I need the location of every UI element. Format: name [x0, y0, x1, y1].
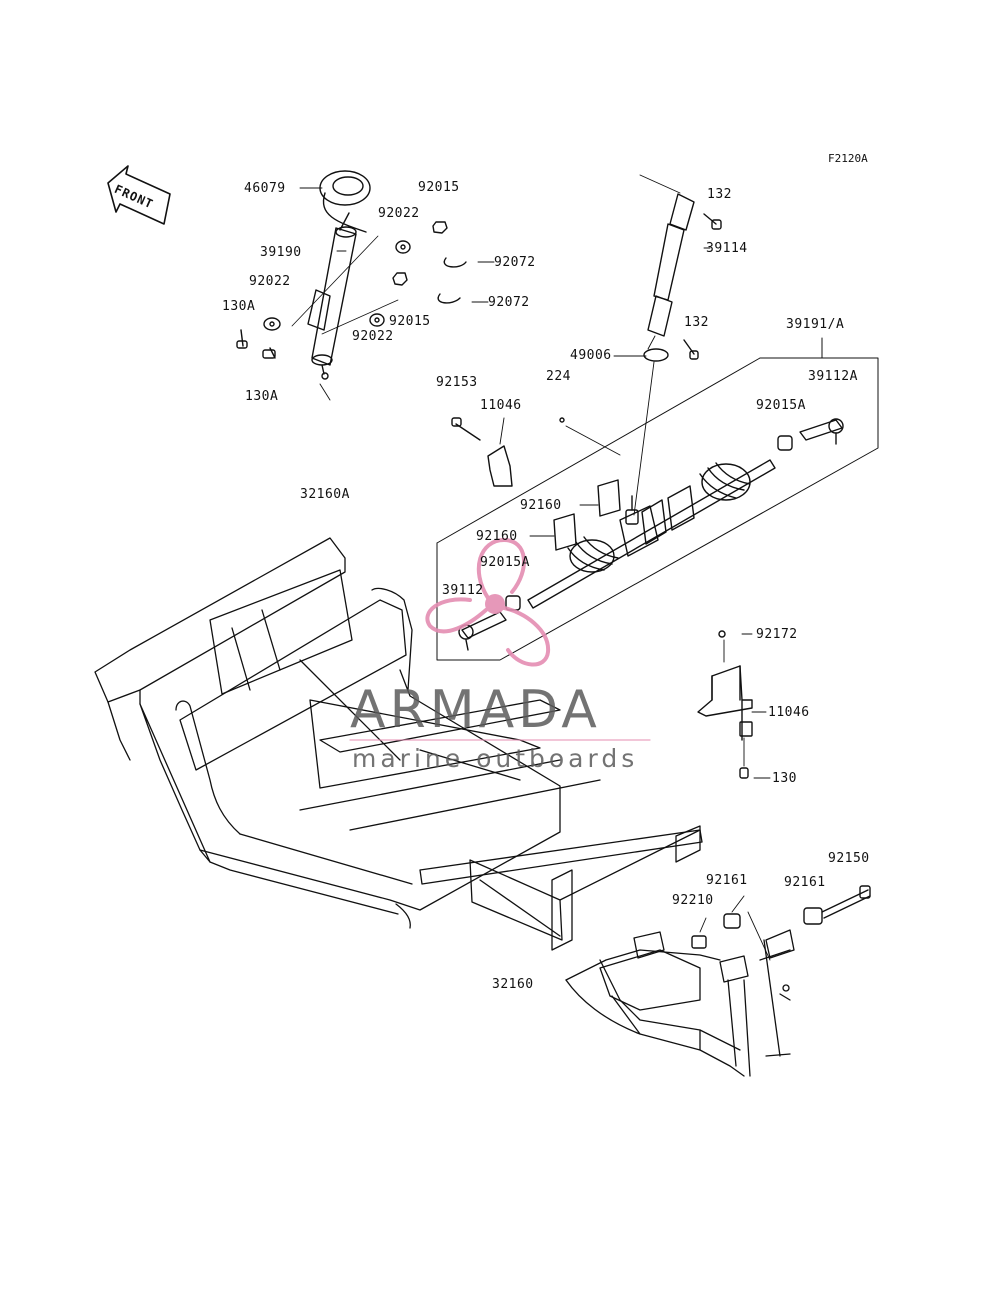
main-frame-32160A: [94, 537, 703, 951]
part-label-92172: 92172: [756, 627, 798, 642]
part-label-32160: 32160: [492, 977, 534, 992]
part-label-49006: 49006: [570, 348, 612, 363]
steering-gearbox-39191A: [436, 337, 879, 661]
lower-frame-32160: [565, 929, 795, 1077]
watermark-tagline: marine outboards: [352, 744, 639, 773]
column-hardware: [236, 221, 467, 401]
figure-code: F2120A: [828, 152, 868, 165]
part-label-224: 224: [546, 369, 571, 384]
part-label-92160: 92160: [520, 498, 562, 513]
part-label-92022: 92022: [249, 274, 291, 289]
part-label-39190: 39190: [260, 245, 302, 260]
joint-shaft-39114: [633, 174, 722, 516]
part-label-132: 132: [684, 315, 709, 330]
part-label-11046: 11046: [480, 398, 522, 413]
steering-column-39190: [307, 212, 357, 380]
front-arrow-icon: [107, 165, 171, 225]
part-label-92015: 92015: [418, 180, 460, 195]
part-label-92072: 92072: [488, 295, 530, 310]
part-label-39114: 39114: [706, 241, 748, 256]
part-label-92210: 92210: [672, 893, 714, 908]
part-label-92072: 92072: [494, 255, 536, 270]
part-label-92015: 92015: [389, 314, 431, 329]
part-label-32160A: 32160A: [300, 487, 350, 502]
part-label-130: 130: [772, 771, 797, 786]
part-label-130A: 130A: [245, 389, 279, 404]
meter-46079: [299, 170, 371, 233]
watermark-brand: ARMADA: [350, 680, 601, 740]
part-label-92022: 92022: [352, 329, 394, 344]
part-label-132: 132: [707, 187, 732, 202]
part-label-92150: 92150: [828, 851, 870, 866]
part-label-39112: 39112: [442, 583, 484, 598]
part-label-130A: 130A: [222, 299, 256, 314]
leader-lines: [336, 247, 771, 779]
part-label-92153: 92153: [436, 375, 478, 390]
lower-frame-hardware: [691, 885, 871, 961]
part-label-11046: 11046: [768, 705, 810, 720]
part-label-39112A: 39112A: [808, 369, 858, 384]
part-label-92161: 92161: [706, 873, 748, 888]
bracket-11046: [697, 630, 753, 779]
part-label-92022: 92022: [378, 206, 420, 221]
part-label-92160: 92160: [476, 529, 518, 544]
part-label-46079: 46079: [244, 181, 286, 196]
part-label-39191A: 39191/A: [786, 317, 845, 332]
part-label-92161: 92161: [784, 875, 826, 890]
part-label-92015A: 92015A: [480, 555, 530, 570]
part-label-92015A: 92015A: [756, 398, 806, 413]
watermark-propeller-icon: [425, 538, 551, 667]
